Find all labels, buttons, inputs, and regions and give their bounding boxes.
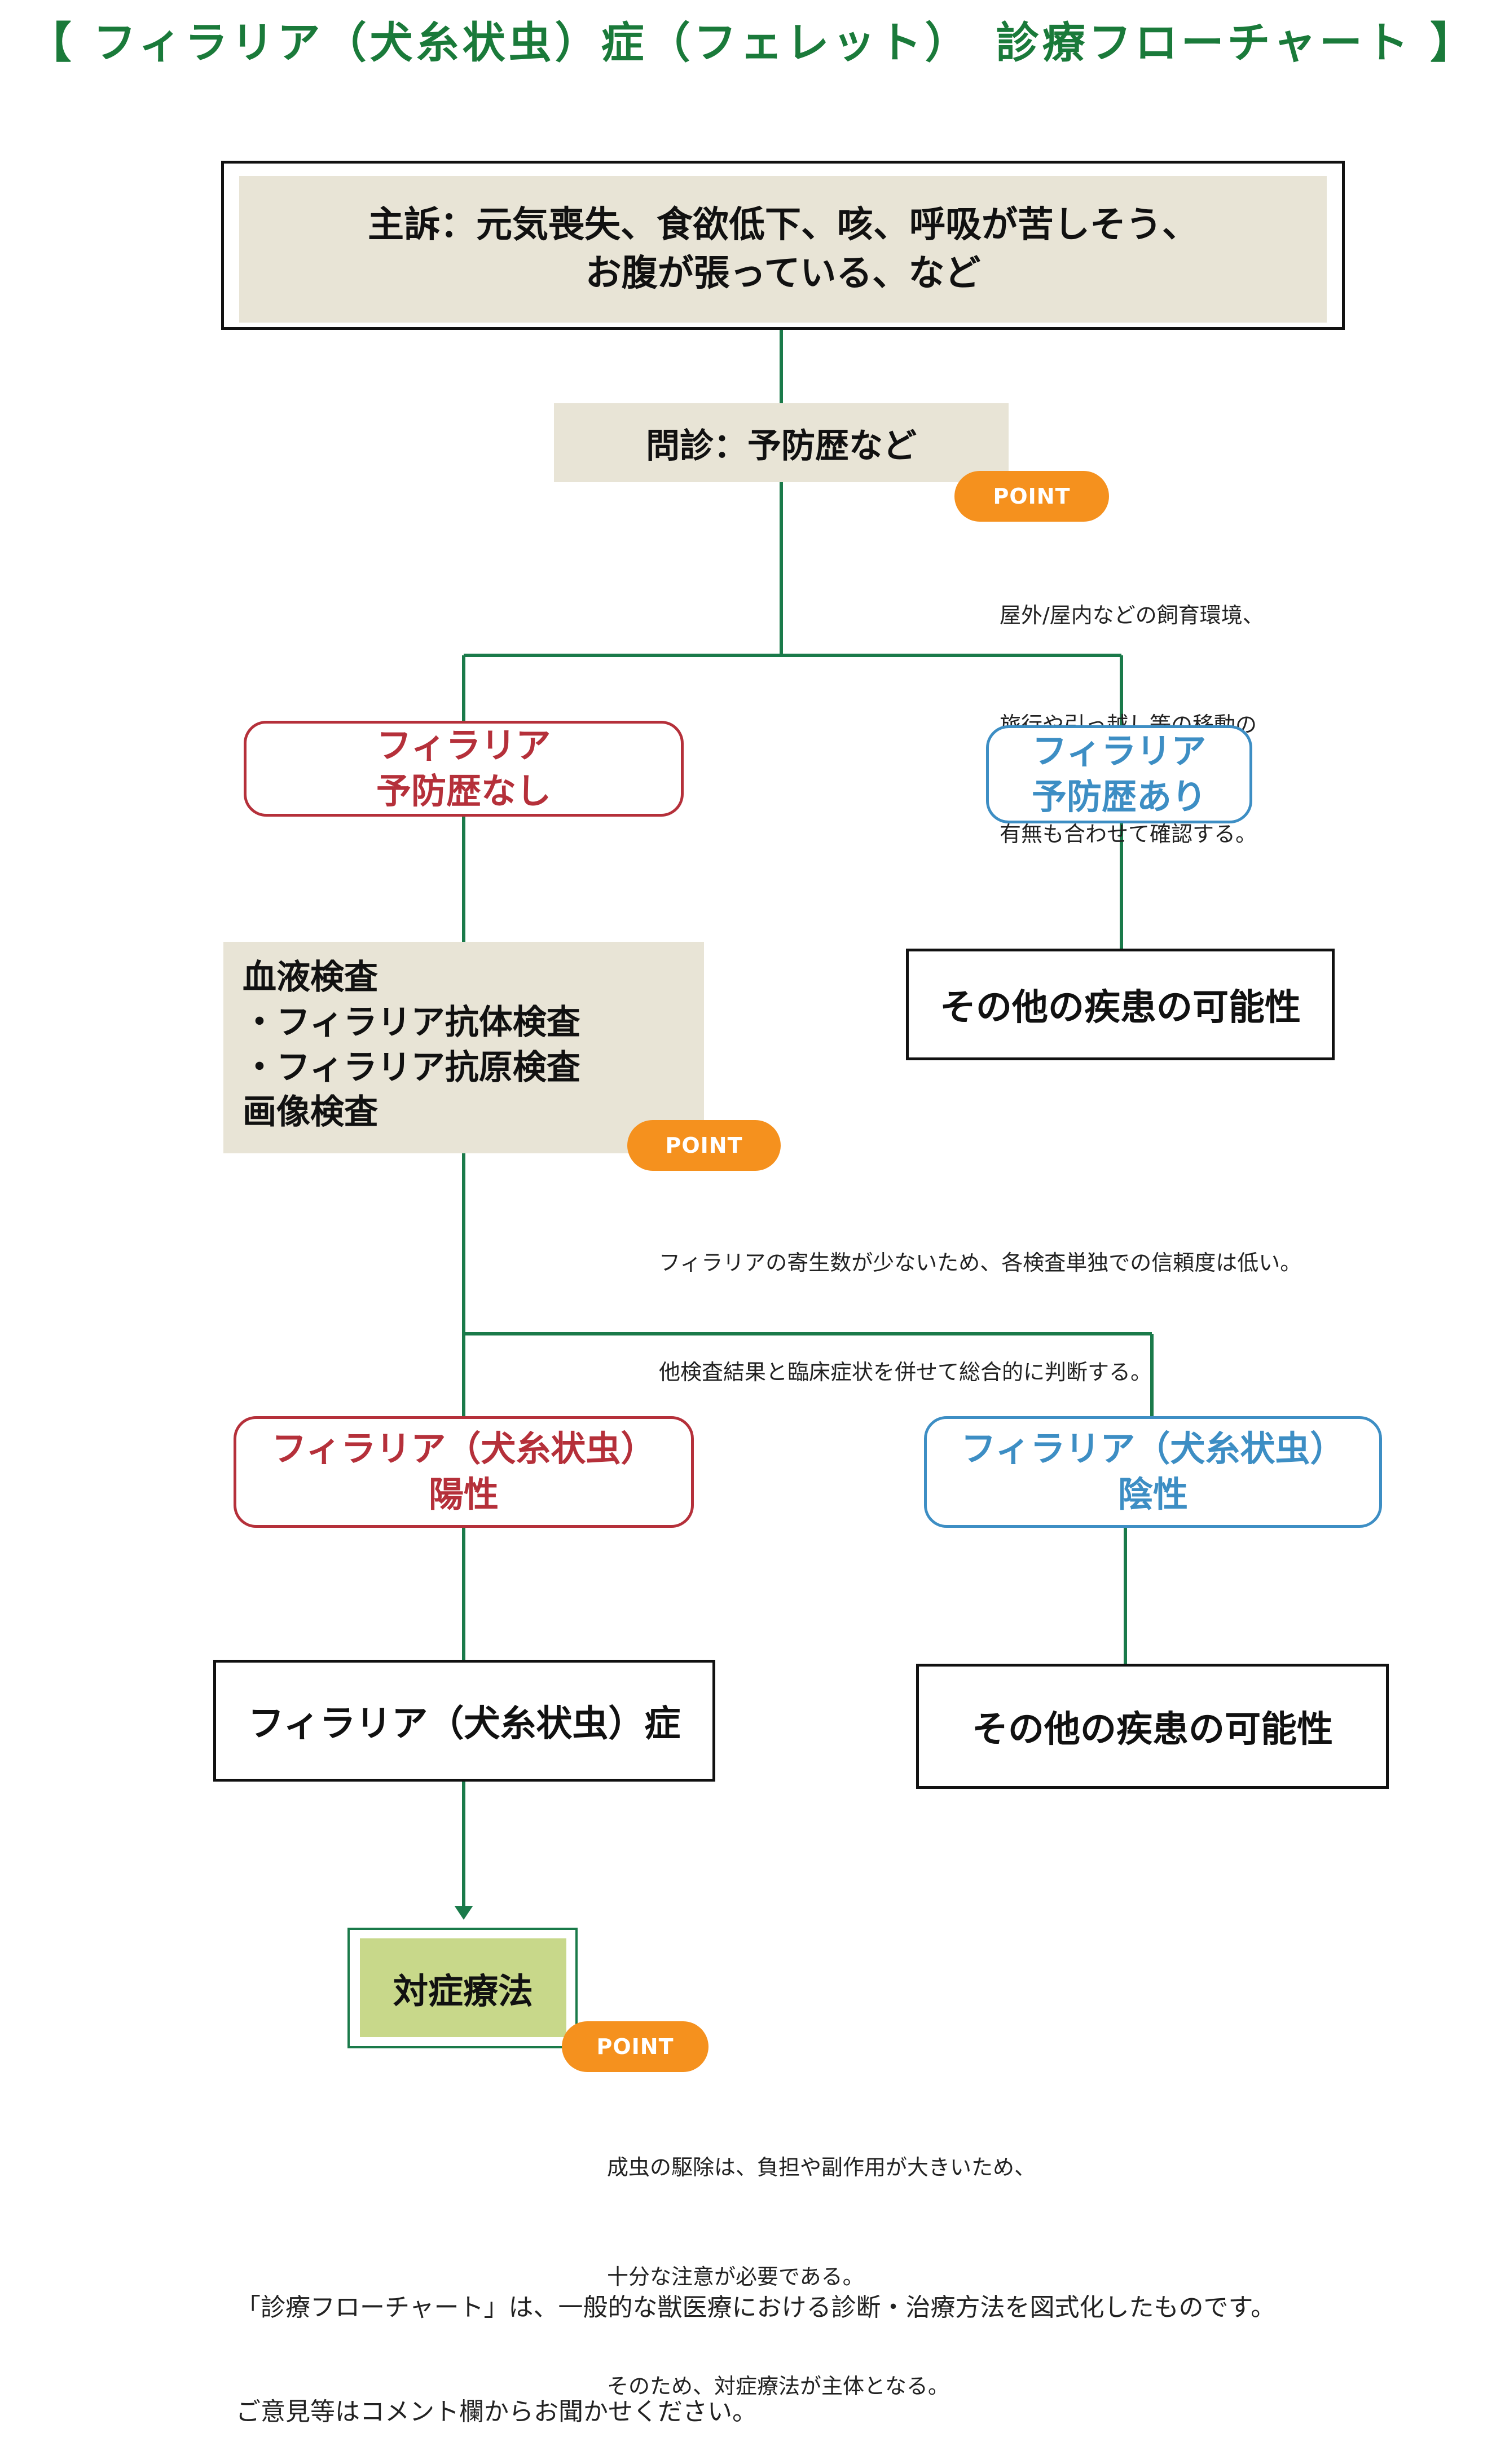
point-2-note-line-1: フィラリアの寄生数が少ないため、各検査単独での信頼度は低い。 xyxy=(659,1250,1302,1276)
positive-line-1: フィラリア（犬糸状虫） xyxy=(271,1428,656,1470)
other-disease-box-2: その他の疾患の可能性 xyxy=(916,1664,1389,1789)
negative-line-2: 陰性 xyxy=(1117,1474,1188,1515)
tests-line-4: 画像検査 xyxy=(243,1092,378,1132)
other-disease-box-1: その他の疾患の可能性 xyxy=(906,949,1335,1060)
point-badge-1: POINT xyxy=(954,471,1109,522)
tests-box: 血液検査 ・フィラリア抗体検査 ・フィラリア抗原検査 画像検査 xyxy=(223,942,704,1153)
prevention-box: フィラリア 予防歴あり xyxy=(986,725,1252,823)
chief-complaint-line-1: 主訴：元気喪失、食欲低下、咳、呼吸が苦しそう、 xyxy=(368,204,1198,246)
no-prevention-box: フィラリア 予防歴なし xyxy=(244,721,684,817)
chief-complaint-line-2: お腹が張っている、など xyxy=(585,253,981,294)
interview-box: 問診：予防歴など xyxy=(554,403,1009,482)
tests-line-2: ・フィラリア抗体検査 xyxy=(243,1002,580,1042)
negative-box: フィラリア（犬糸状虫） 陰性 xyxy=(924,1416,1382,1528)
arrowhead-treatment xyxy=(455,1906,473,1920)
flow-connectors xyxy=(455,330,1154,1920)
prevention-line-1: フィラリア xyxy=(1032,730,1207,772)
point-3-note-line-2: 十分な注意が必要である。 xyxy=(607,2264,864,2289)
no-prevention-line-2: 予防歴なし xyxy=(376,770,551,812)
negative-line-1: フィラリア（犬糸状虫） xyxy=(961,1428,1345,1470)
point-badge-2: POINT xyxy=(627,1120,781,1171)
point-2-note-line-2: 他検査結果と臨床症状を併せて総合的に判断する。 xyxy=(659,1359,1152,1385)
diagnosis-box: フィラリア（犬糸状虫）症 xyxy=(213,1660,715,1782)
point-3-note-line-1: 成虫の駆除は、負担や副作用が大きいため、 xyxy=(607,2155,1036,2180)
footer-note: 「診療フローチャート」は、一般的な獣医療における診断・治療方法を図式化したもので… xyxy=(236,2221,1477,2464)
treatment-box: 対症療法 xyxy=(360,1938,566,2037)
point-1-note-line-3: 有無も合わせて確認する。 xyxy=(1000,821,1257,847)
chief-complaint-box: 主訴：元気喪失、食欲低下、咳、呼吸が苦しそう、 お腹が張っている、など xyxy=(239,176,1327,323)
footer-line-1: 「診療フローチャート」は、一般的な獣医療における診断・治療方法を図式化したもので… xyxy=(236,2293,1276,2322)
no-prevention-line-1: フィラリア xyxy=(376,725,551,766)
positive-box: フィラリア（犬糸状虫） 陽性 xyxy=(234,1416,694,1528)
positive-line-2: 陽性 xyxy=(428,1474,499,1515)
tests-line-1: 血液検査 xyxy=(243,958,378,997)
point-1-note: 屋外/屋内などの飼育環境、 旅行や引っ越し等の移動の 有無も合わせて確認する。 xyxy=(1000,524,1366,889)
prevention-line-2: 予防歴あり xyxy=(1031,776,1207,817)
point-2-note: フィラリアの寄生数が少ないため、各検査単独での信頼度は低い。 他検査結果と臨床症… xyxy=(659,1172,1392,1427)
point-badge-3: POINT xyxy=(562,2021,709,2072)
footer-line-2: ご意見等はコメント欄からお聞かせください。 xyxy=(236,2397,757,2426)
point-1-note-line-1: 屋外/屋内などの飼育環境、 xyxy=(1000,603,1264,628)
page-title: 【 フィラリア（犬糸状虫）症（フェレット） 診療フローチャート 】 xyxy=(28,17,1477,68)
tests-line-3: ・フィラリア抗原検査 xyxy=(243,1047,580,1087)
